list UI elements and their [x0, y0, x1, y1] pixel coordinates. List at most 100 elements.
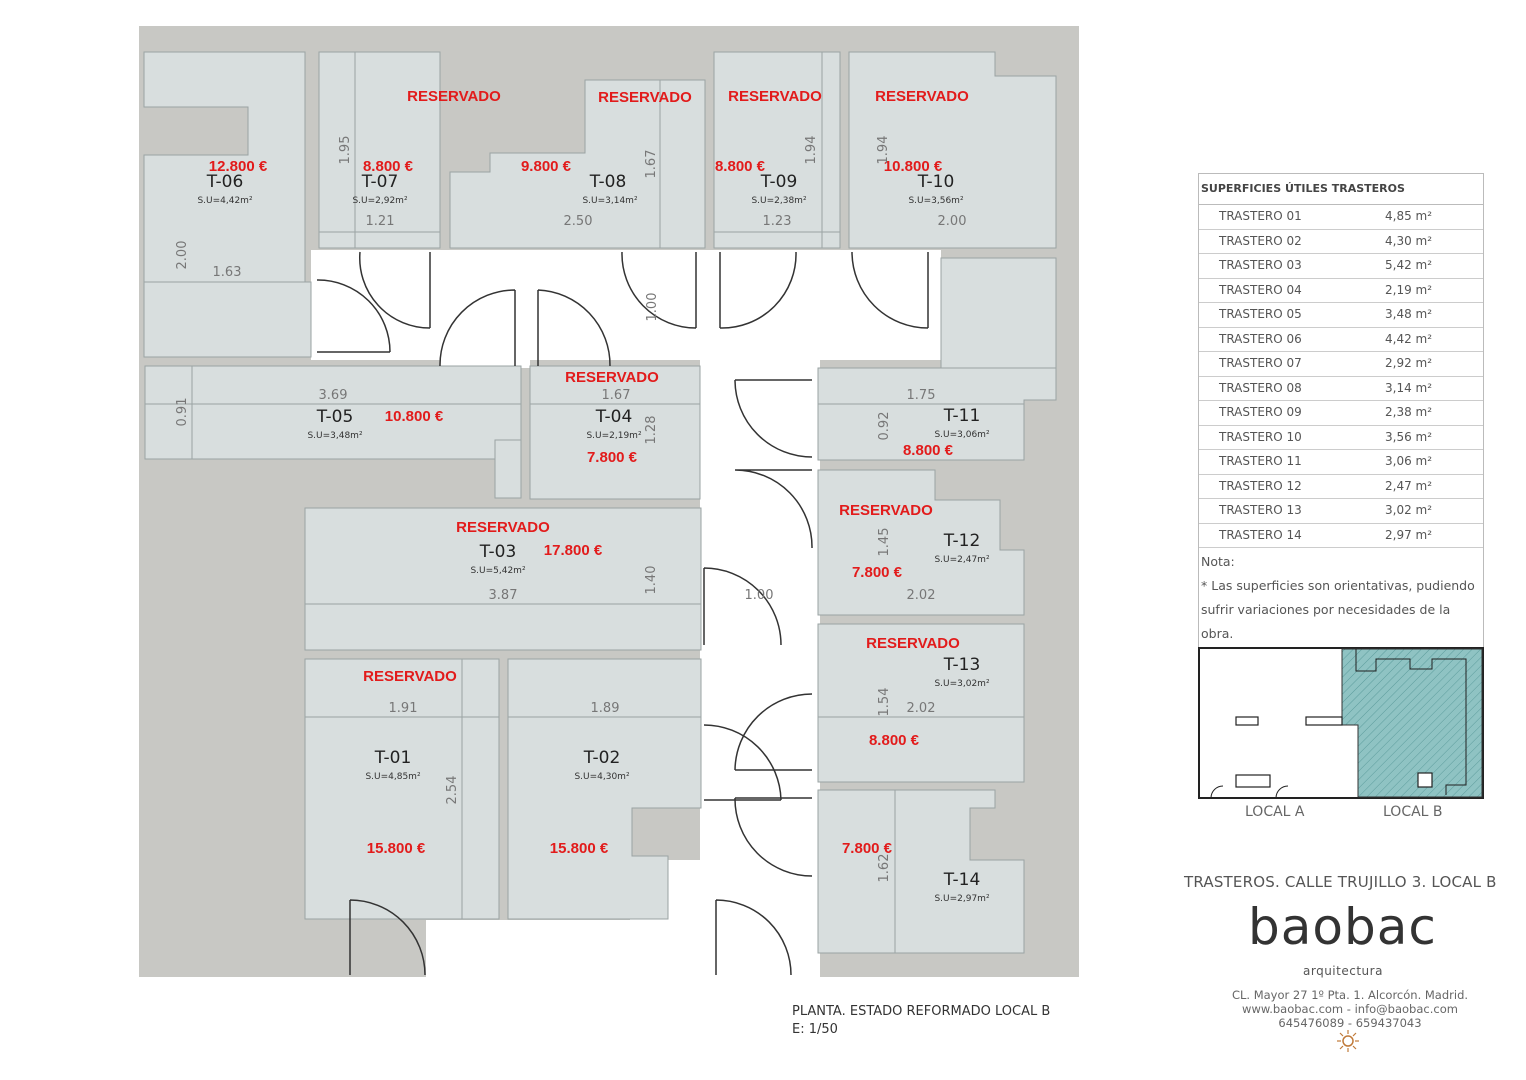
document-title: TRASTEROS. CALLE TRUJILLO 3. LOCAL B: [1184, 873, 1497, 891]
dim-label: 1.21: [366, 214, 395, 229]
note-line: * Las superficies son orientativas, pudi…: [1201, 578, 1475, 593]
table-notes: Nota: * Las superficies son orientativas…: [1199, 548, 1483, 652]
dim-label: 1.28: [644, 416, 659, 445]
row-area: 4,42 m²: [1385, 331, 1433, 346]
price-t01: 15.800 €: [367, 840, 426, 857]
row-area: 3,56 m²: [1385, 429, 1433, 444]
row-area: 3,06 m²: [1385, 454, 1433, 468]
locator-feature: [1235, 716, 1259, 726]
row-name: TRASTERO 03: [1219, 258, 1302, 272]
partition-lines: [144, 52, 1024, 953]
reserved-t04: RESERVADO: [565, 369, 659, 386]
su-t09: S.U=2,38m²: [751, 196, 807, 206]
dim-label: 1.00: [645, 293, 660, 322]
reserved-t13: RESERVADO: [866, 635, 960, 652]
dim-label: 1.95: [338, 136, 353, 165]
row-area: 2,38 m²: [1385, 405, 1433, 419]
plan-caption: PLANTA. ESTADO REFORMADO LOCAL B: [792, 1004, 1051, 1019]
su-t03: S.U=5,42m²: [470, 566, 526, 576]
code-t03: T-03: [479, 542, 517, 562]
locator-door: [1210, 785, 1224, 799]
dim-label: 1.94: [876, 136, 891, 165]
room-t07: [318, 51, 441, 249]
su-t05: S.U=3,48m²: [307, 431, 363, 441]
dim-label: 0.92: [877, 412, 892, 441]
web-email-text: www.baobac.com - info@baobac.com: [1242, 1002, 1458, 1016]
price-t12: 7.800 €: [852, 564, 903, 581]
row-area: 3,48 m²: [1385, 307, 1433, 321]
code-t06: T-06: [206, 172, 244, 192]
local-a-label: LOCAL A: [1245, 804, 1305, 820]
row-area: 3,14 m²: [1385, 380, 1433, 395]
doors: [316, 251, 929, 976]
storeroom-rooms: [143, 51, 1057, 954]
dim-label: 2.00: [938, 214, 967, 229]
dim-label: 2.00: [175, 241, 190, 270]
table-row: TRASTERO 04 2,19 m²: [1199, 279, 1483, 303]
su-t13: S.U=3,02m²: [934, 679, 990, 689]
su-t10: S.U=3,56m²: [908, 196, 964, 206]
room-t11-upper: [940, 257, 1057, 369]
room-t01: [304, 658, 500, 920]
code-t11: T-11: [943, 406, 981, 426]
storeroom-labels: 12.800 € T-06 S.U=4,42m² RESERVADO 8.800…: [197, 88, 990, 904]
price-t07: 8.800 €: [363, 158, 414, 175]
code-t14: T-14: [943, 870, 981, 890]
dim-label: 1.67: [644, 150, 659, 179]
room-t03: [304, 507, 702, 651]
reserved-t07: RESERVADO: [407, 88, 501, 105]
price-t04: 7.800 €: [587, 449, 638, 466]
room-t13: [817, 623, 1025, 783]
su-t08: S.U=3,14m²: [582, 196, 638, 206]
row-name: TRASTERO 02: [1219, 233, 1302, 248]
reserved-t01: RESERVADO: [363, 668, 457, 685]
su-t01: S.U=4,85m²: [365, 772, 421, 782]
dim-label: 2.50: [564, 214, 593, 229]
note-line: sufrir variaciones por necesidades de la…: [1201, 602, 1451, 641]
dim-label: 1.63: [213, 265, 242, 280]
logo-subtitle: arquitectura: [1303, 964, 1383, 978]
row-area: 5,42 m²: [1385, 258, 1433, 272]
su-t06: S.U=4,42m²: [197, 196, 253, 206]
price-t13: 8.800 €: [869, 732, 920, 749]
phone-text: 645476089 - 659437043: [1278, 1016, 1422, 1030]
reserved-t03: RESERVADO: [456, 519, 550, 536]
plan-scale: E: 1/50: [792, 1022, 838, 1037]
row-name: TRASTERO 10: [1219, 429, 1302, 444]
dimension-labels: 1.95 1.67 1.94 1.94 1.21 2.50 1.23 2.00 …: [175, 136, 966, 883]
surfaces-table: SUPERFICIES ÚTILES TRASTEROS TRASTERO 01…: [1198, 173, 1484, 653]
baobac-logo: baobac: [1248, 898, 1437, 956]
dim-label: 1.54: [877, 688, 892, 717]
dim-label: 1.23: [763, 214, 792, 229]
dim-label: 1.67: [602, 388, 631, 403]
locator-feature: [1417, 772, 1433, 788]
price-t02: 15.800 €: [550, 840, 609, 857]
price-t03: 17.800 €: [544, 542, 603, 559]
dim-label: 1.45: [877, 528, 892, 557]
row-area: 2,19 m²: [1385, 282, 1433, 297]
reserved-t08: RESERVADO: [598, 89, 692, 106]
note-label: Nota:: [1201, 554, 1235, 569]
row-area: 2,92 m²: [1385, 356, 1433, 370]
row-name: TRASTERO 08: [1219, 380, 1302, 395]
row-name: TRASTERO 07: [1219, 356, 1302, 370]
code-t01: T-01: [374, 748, 412, 768]
room-t06: [143, 51, 312, 358]
code-t10: T-10: [917, 172, 955, 192]
row-name: TRASTERO 04: [1219, 282, 1302, 297]
room-t04: [529, 365, 701, 500]
locator-feature: [1235, 774, 1271, 788]
price-t11: 8.800 €: [903, 442, 954, 459]
table-row: TRASTERO 08 3,14 m²: [1199, 377, 1483, 401]
room-t05: [144, 365, 522, 460]
dim-label: 3.87: [489, 588, 518, 603]
price-t05: 10.800 €: [385, 408, 444, 425]
local-b-label: LOCAL B: [1383, 804, 1443, 820]
code-t04: T-04: [595, 407, 633, 427]
code-t07: T-07: [361, 172, 399, 192]
locator-door: [1275, 785, 1289, 799]
su-t02: S.U=4,30m²: [574, 772, 630, 782]
